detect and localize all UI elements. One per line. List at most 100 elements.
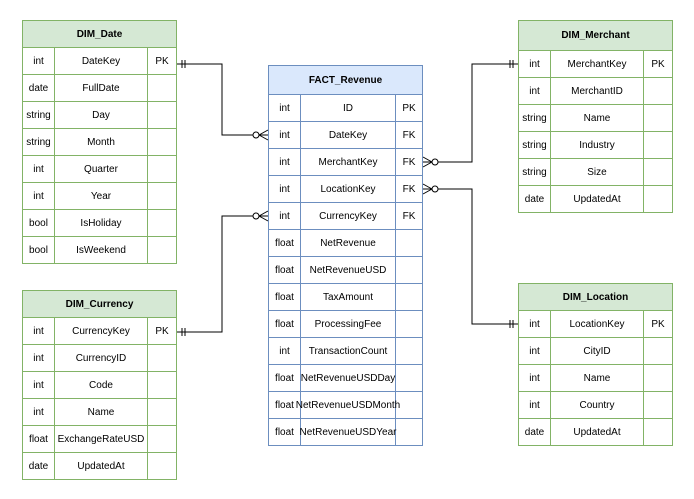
column-key <box>644 105 672 131</box>
column-name: IsWeekend <box>55 237 148 264</box>
column-type: float <box>269 419 301 446</box>
column-type: int <box>269 95 301 121</box>
column-type: int <box>519 365 551 391</box>
table-title: DIM_Currency <box>22 290 177 318</box>
column-key <box>644 338 672 364</box>
column-key <box>148 345 176 371</box>
column-key <box>148 183 176 209</box>
column-type: string <box>519 132 551 158</box>
column-type: date <box>23 453 55 480</box>
column-key <box>148 210 176 236</box>
column-key <box>644 186 672 213</box>
column-type: int <box>519 311 551 337</box>
column-type: int <box>519 338 551 364</box>
column-type: string <box>519 105 551 131</box>
column-key: PK <box>155 325 169 337</box>
column-name: CurrencyKey <box>301 203 396 229</box>
column-key <box>148 75 176 101</box>
column-name: Name <box>551 365 644 391</box>
table-title: DIM_Location <box>518 283 673 311</box>
column-type: int <box>23 183 55 209</box>
column-type: int <box>23 399 55 425</box>
column-type: float <box>269 392 301 418</box>
column-type: int <box>519 78 551 104</box>
column-name: DateKey <box>301 122 396 148</box>
column-key <box>644 392 672 418</box>
table-title: FACT_Revenue <box>268 65 423 95</box>
column-name: CurrencyID <box>55 345 148 371</box>
column-type: float <box>269 257 301 283</box>
connector-merchant-fact <box>423 63 518 163</box>
column-key: FK <box>402 183 416 195</box>
column-name: Day <box>55 102 148 128</box>
column-name: MerchantKey <box>301 149 396 175</box>
column-key <box>396 257 422 283</box>
column-type: bool <box>23 237 55 264</box>
column-name: TransactionCount <box>301 338 396 364</box>
column-type: float <box>269 365 301 391</box>
column-key <box>148 399 176 425</box>
column-name: DateKey <box>55 48 148 74</box>
column-key <box>396 419 422 446</box>
column-name: LocationKey <box>551 311 644 337</box>
column-name: Name <box>551 105 644 131</box>
column-type: int <box>23 156 55 182</box>
column-key <box>644 365 672 391</box>
column-key <box>396 284 422 310</box>
connector-date-fact <box>177 63 268 136</box>
column-name: ExchangeRateUSD <box>55 426 148 452</box>
column-key <box>148 102 176 128</box>
column-type: string <box>23 102 55 128</box>
column-type: bool <box>23 210 55 236</box>
column-name: Month <box>55 129 148 155</box>
column-key <box>148 129 176 155</box>
column-key: FK <box>402 129 416 141</box>
table-title: DIM_Merchant <box>518 20 673 51</box>
column-type: float <box>23 426 55 452</box>
